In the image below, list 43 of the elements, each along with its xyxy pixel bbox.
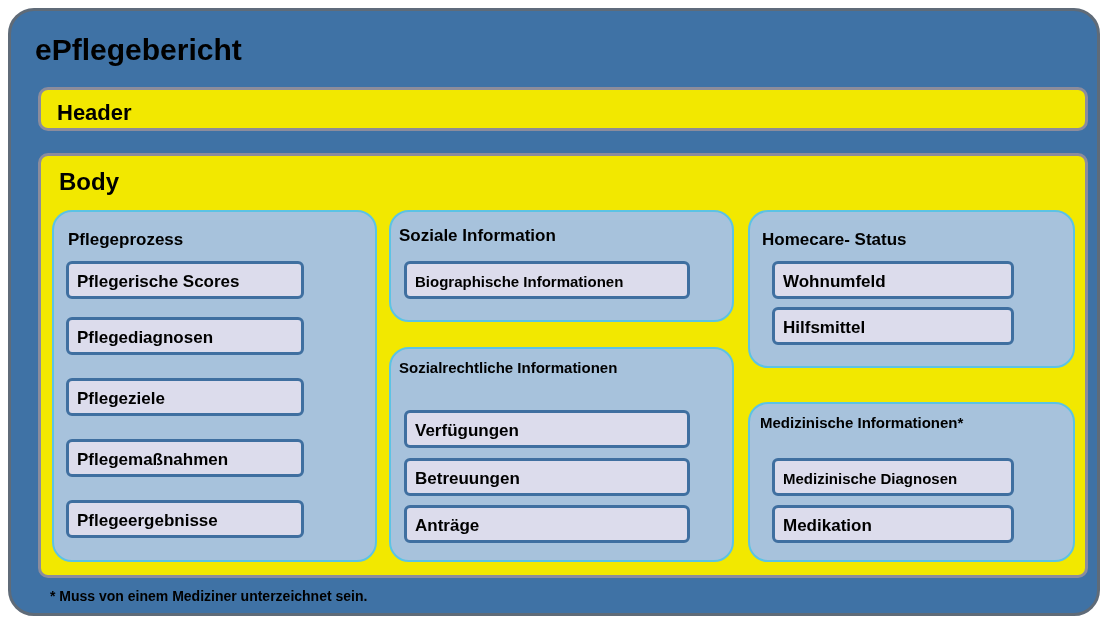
item-box xyxy=(772,261,1014,299)
group-panel xyxy=(748,210,1075,368)
item-label: Wohnumfeld xyxy=(783,272,886,292)
item-box xyxy=(404,261,690,299)
item-label: Medizinische Diagnosen xyxy=(783,470,958,487)
item-box xyxy=(66,378,304,416)
section-heading: Sozialrechtliche Informationen xyxy=(399,359,618,376)
report-panel xyxy=(8,8,1100,616)
item-label: Verfügungen xyxy=(415,421,519,441)
item-box xyxy=(66,439,304,477)
section-heading: Medizinische Informationen* xyxy=(760,414,964,431)
section-heading: Body xyxy=(59,168,119,196)
item-label: Pflegeziele xyxy=(77,389,165,409)
item-box xyxy=(66,261,304,299)
section-heading: Soziale Information xyxy=(399,226,556,246)
item-label: Pflegerische Scores xyxy=(77,272,240,292)
item-box xyxy=(772,458,1014,496)
item-box xyxy=(66,500,304,538)
item-label: Biographische Informationen xyxy=(415,273,624,290)
item-label: Hilfsmittel xyxy=(783,318,866,338)
item-box xyxy=(772,505,1014,543)
item-label: Anträge xyxy=(415,516,480,536)
item-box xyxy=(404,410,690,448)
item-label: Pflegediagnosen xyxy=(77,328,214,348)
item-box xyxy=(772,307,1014,345)
section-heading: Homecare- Status xyxy=(762,230,907,250)
item-label: Pflegemaßnahmen xyxy=(77,450,229,470)
item-label: Betreuungen xyxy=(415,469,520,489)
item-label: Medikation xyxy=(783,516,872,536)
body-panel xyxy=(38,153,1088,578)
footnote: * Muss von einem Mediziner unterzeichnet sein. xyxy=(50,588,368,604)
item-box xyxy=(404,505,690,543)
group-panel xyxy=(389,347,734,562)
section-heading: Pflegeprozess xyxy=(68,230,184,250)
group-panel xyxy=(389,210,734,322)
item-box xyxy=(404,458,690,496)
header-bar xyxy=(38,87,1088,131)
item-label: Pflegeergebnisse xyxy=(77,511,218,531)
group-panel xyxy=(52,210,377,562)
group-panel xyxy=(748,402,1075,562)
section-heading: Header xyxy=(57,100,132,126)
item-box xyxy=(66,317,304,355)
section-heading: ePflegebericht xyxy=(35,33,242,67)
